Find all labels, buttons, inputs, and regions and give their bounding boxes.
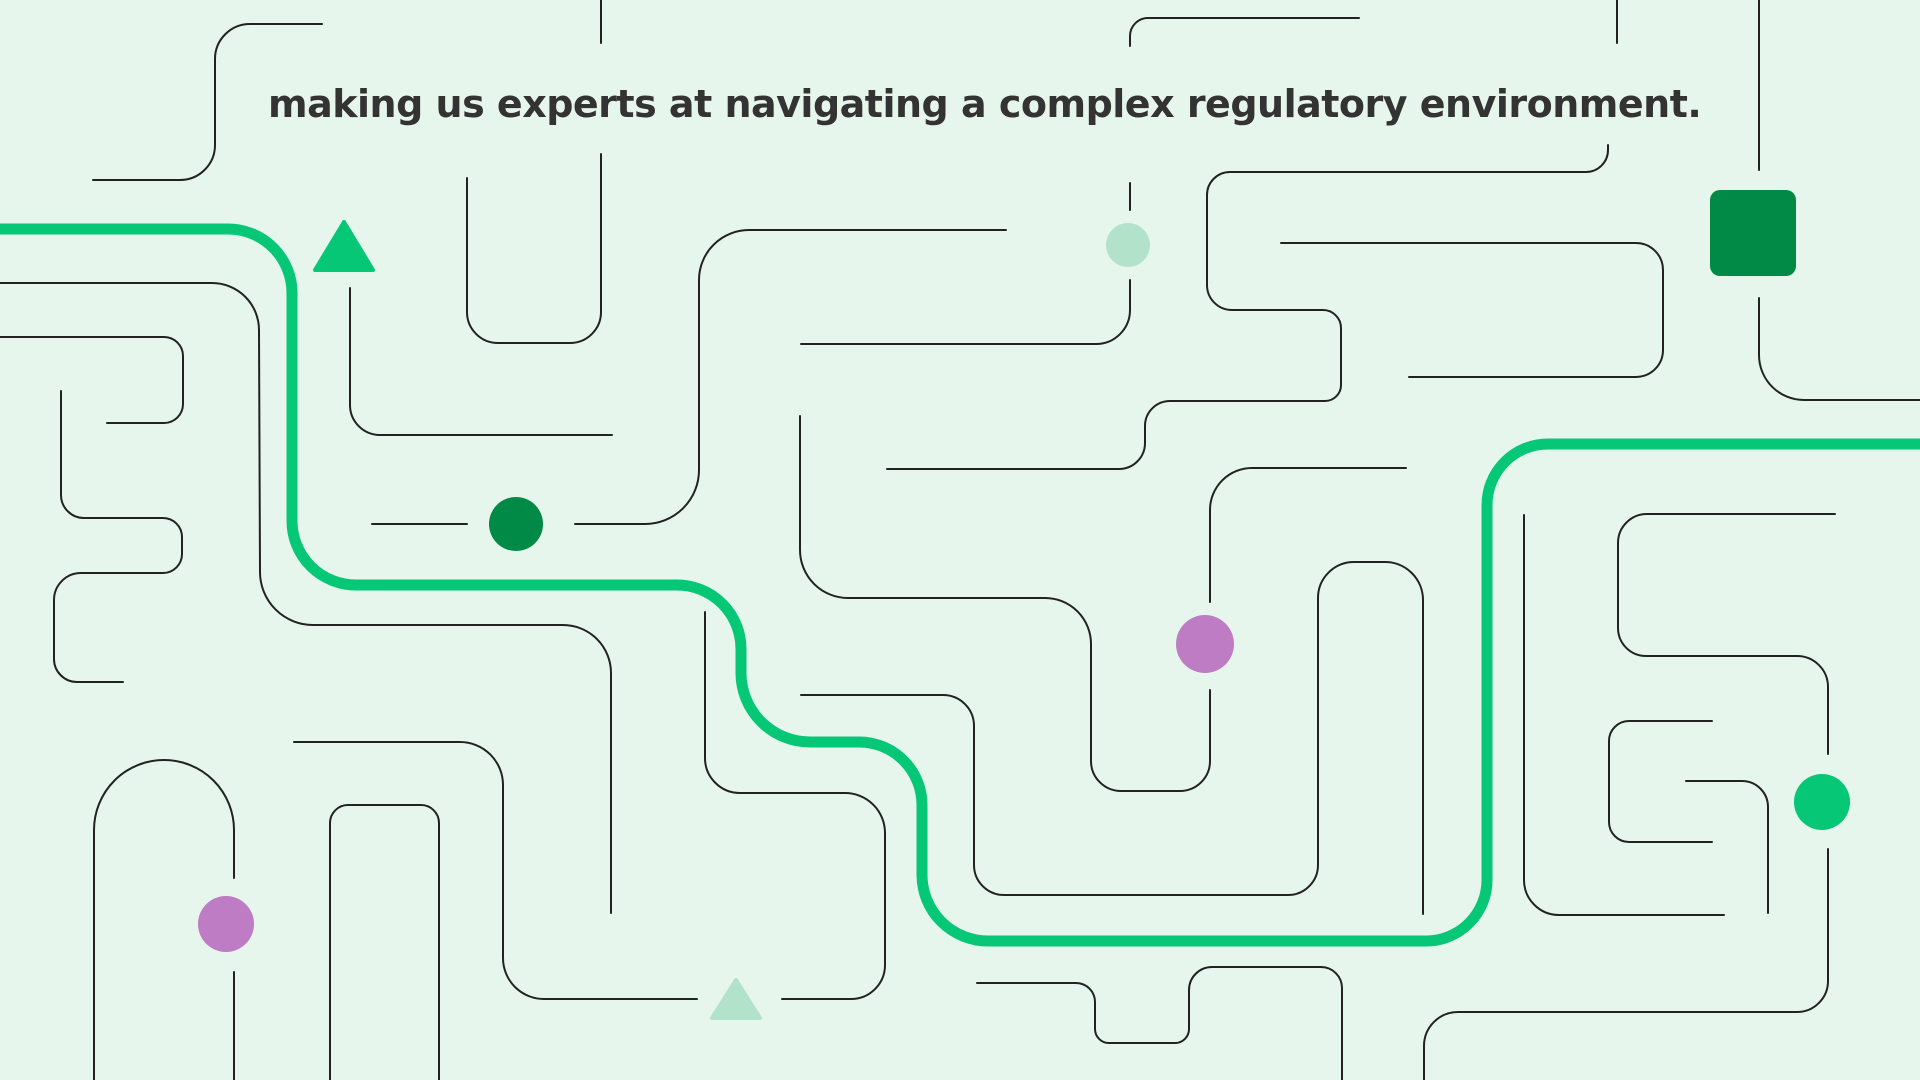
maze-line: [1129, 17, 1360, 47]
dot-marker-icon: [1794, 774, 1850, 830]
maze-markers: [198, 190, 1850, 1020]
maze-line: [53, 390, 183, 683]
triangle-marker-icon: [710, 978, 762, 1020]
maze-line: [1209, 467, 1407, 603]
triangle-marker-icon: [313, 220, 375, 272]
maze-line: [1758, 297, 1920, 401]
maze-line: [1608, 720, 1713, 843]
maze-line: [0, 282, 612, 914]
maze-line: [349, 287, 613, 436]
maze-line: [0, 336, 184, 424]
dot-marker-icon: [198, 896, 254, 952]
dot-marker-icon: [1106, 223, 1150, 267]
maze-line: [293, 741, 698, 1000]
maze-line: [93, 759, 235, 1080]
maze-line: [1280, 242, 1664, 378]
maze-line: [976, 966, 1343, 1080]
maze-line: [1617, 513, 1836, 755]
headline-text: making us experts at navigating a comple…: [268, 82, 1702, 126]
maze-line: [1685, 780, 1769, 914]
maze-line: [92, 23, 323, 181]
dot-marker-icon: [1176, 615, 1234, 673]
maze-line: [1523, 514, 1725, 916]
maze-line: [466, 153, 602, 344]
maze-line: [574, 229, 1007, 525]
maze-line: [799, 415, 1211, 792]
maze-line: [704, 611, 886, 1000]
maze-line: [800, 279, 1131, 345]
maze-line: [800, 561, 1424, 915]
square-marker-icon: [1710, 190, 1796, 276]
maze-line: [329, 804, 440, 1080]
maze-line: [1423, 848, 1829, 1080]
navigation-path: [0, 223, 1920, 947]
dot-marker-icon: [489, 497, 543, 551]
maze-line: [886, 144, 1609, 470]
